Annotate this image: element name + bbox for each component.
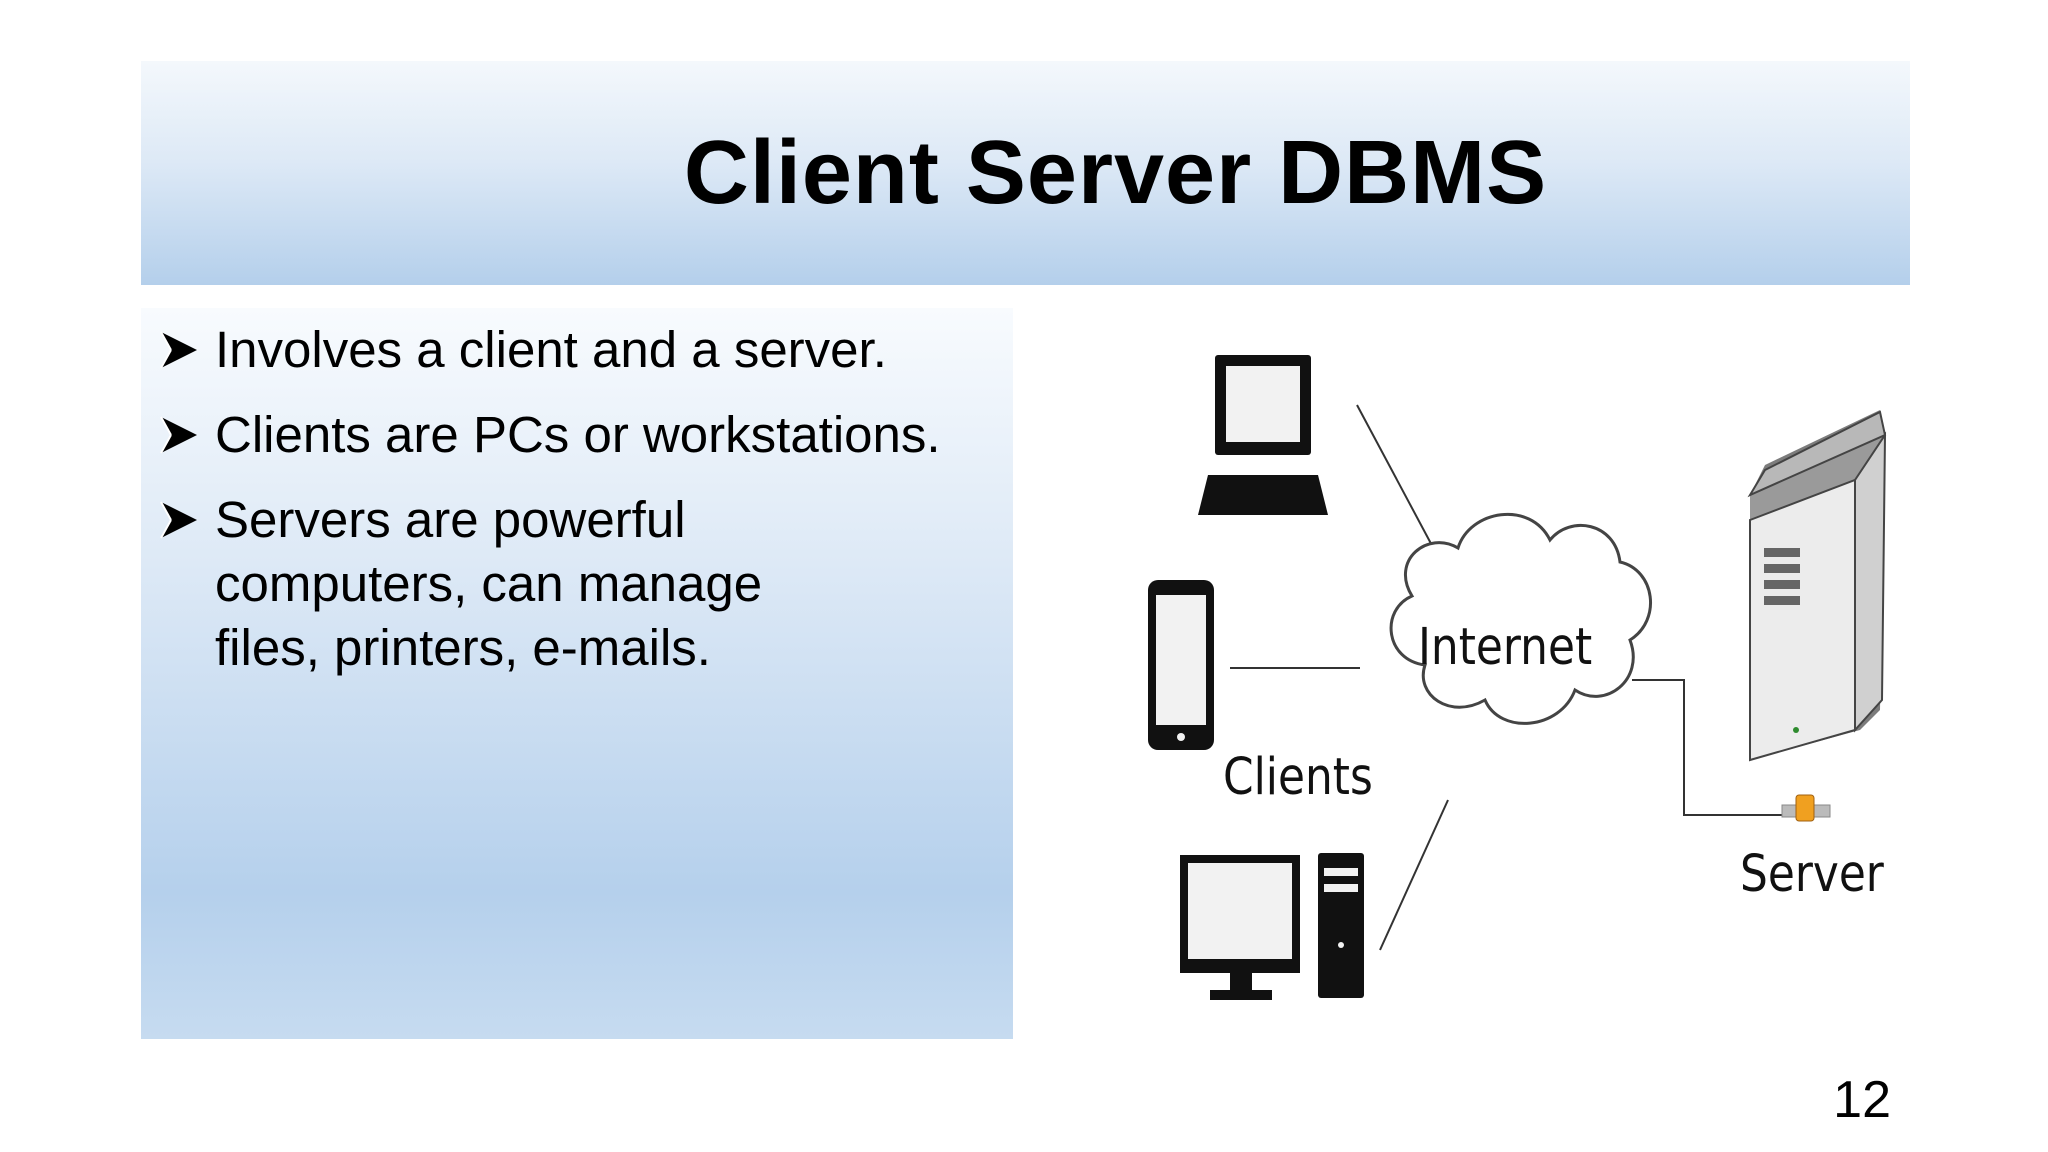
server-link-line [1632, 679, 1790, 816]
desktop-link-line [1379, 799, 1449, 951]
internet-label: Internet [1418, 618, 1593, 677]
smartphone-icon [1148, 580, 1214, 750]
arrowhead-bullet-icon [160, 501, 197, 539]
page-number: 12 [1833, 1071, 1891, 1129]
bullet-text: Servers are powerful computers, can mana… [215, 491, 763, 676]
diagram-graphics [1148, 355, 1887, 1000]
title-band: Client Server DBMS [141, 61, 1910, 285]
clients-label: Clients [1223, 748, 1373, 807]
bullet-item: Servers are powerful computers, can mana… [159, 488, 995, 680]
bullet-item: Clients are PCs or workstations. [159, 403, 999, 467]
bullet-text: Involves a client and a server. [215, 321, 887, 378]
laptop-link-line [1356, 404, 1437, 554]
arrowhead-bullet-icon [160, 416, 197, 454]
client-server-diagram: Internet Clients Server [1030, 290, 2030, 1050]
desktop-computer-icon [1180, 853, 1364, 1000]
arrowhead-bullet-icon [160, 331, 197, 369]
internet-cloud-icon [1389, 512, 1652, 725]
bullet-item: Involves a client and a server. [159, 318, 999, 382]
bullet-list: Involves a client and a server. Clients … [159, 318, 999, 701]
server-label: Server [1740, 845, 1884, 904]
bullet-panel: Involves a client and a server. Clients … [141, 308, 1013, 1039]
bullet-text: Clients are PCs or workstations. [215, 406, 941, 463]
slide-title: Client Server DBMS [683, 122, 1548, 223]
laptop-icon [1198, 355, 1328, 515]
server-tower-icon [1747, 410, 1887, 822]
